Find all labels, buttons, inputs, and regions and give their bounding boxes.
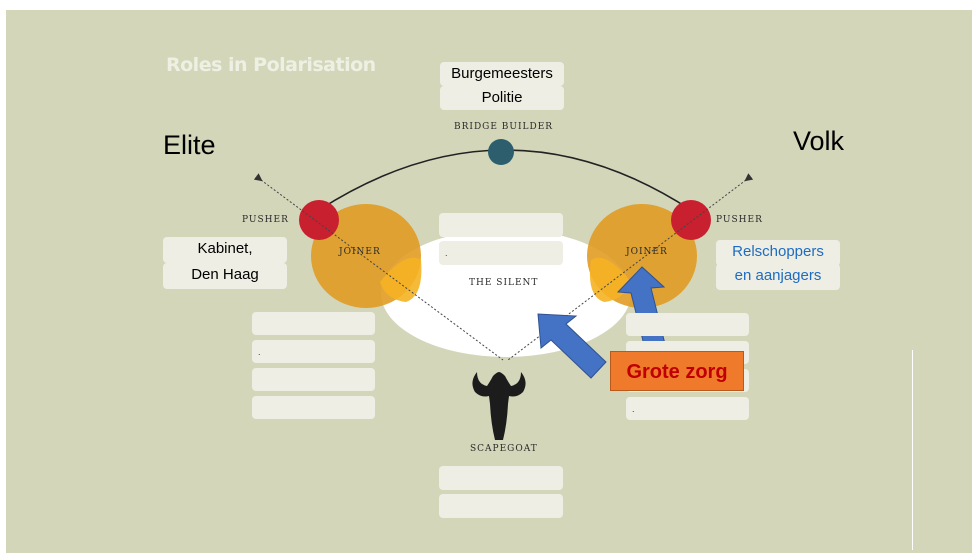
slide: Roles in Polarisation Elite Volk Burgeme…	[6, 10, 972, 553]
label-joiner-right: JOINER	[626, 247, 668, 257]
polarisation-diagram	[253, 139, 754, 440]
divider-line	[912, 350, 913, 550]
left-stack-box-2: .	[252, 340, 375, 363]
left-box-kabinet: Kabinet,	[163, 237, 287, 263]
label-elite: Elite	[163, 130, 216, 160]
left-stack-box-4	[252, 396, 375, 419]
slide-title: Roles in Polarisation	[166, 54, 376, 76]
silent-box-2: .	[439, 241, 563, 265]
bridge-builder-circle	[488, 139, 514, 165]
bridge-box-politie: Politie	[440, 86, 564, 110]
grote-zorg-callout: Grote zorg	[610, 351, 744, 391]
label-joiner-left: JOINER	[339, 247, 381, 257]
right-box-aanjagers: en aanjagers	[716, 264, 840, 290]
goat-icon	[472, 372, 526, 440]
left-box-den-haag: Den Haag	[163, 263, 287, 289]
joiner-left-overlap	[380, 257, 422, 302]
right-stack-box-1	[626, 313, 749, 336]
left-stack-box-3	[252, 368, 375, 391]
label-pusher-left: PUSHER	[242, 215, 289, 225]
label-the-silent: THE SILENT	[469, 278, 539, 288]
label-volk: Volk	[793, 126, 845, 156]
label-scapegoat: SCAPEGOAT	[470, 444, 538, 454]
right-stack-box-4: .	[626, 397, 749, 420]
label-bridge-builder: BRIDGE BUILDER	[454, 122, 554, 132]
pusher-right-circle	[671, 200, 711, 240]
label-pusher-right: PUSHER	[716, 215, 763, 225]
right-box-relschoppers: Relschoppers	[716, 240, 840, 266]
scapegoat-box-1	[439, 466, 563, 490]
arrow-to-silent	[537, 313, 607, 379]
left-stack-box-1	[252, 312, 375, 335]
bridge-box-burgemeesters: Burgemeesters	[440, 62, 564, 86]
scapegoat-box-2	[439, 494, 563, 518]
silent-box-1	[439, 213, 563, 237]
